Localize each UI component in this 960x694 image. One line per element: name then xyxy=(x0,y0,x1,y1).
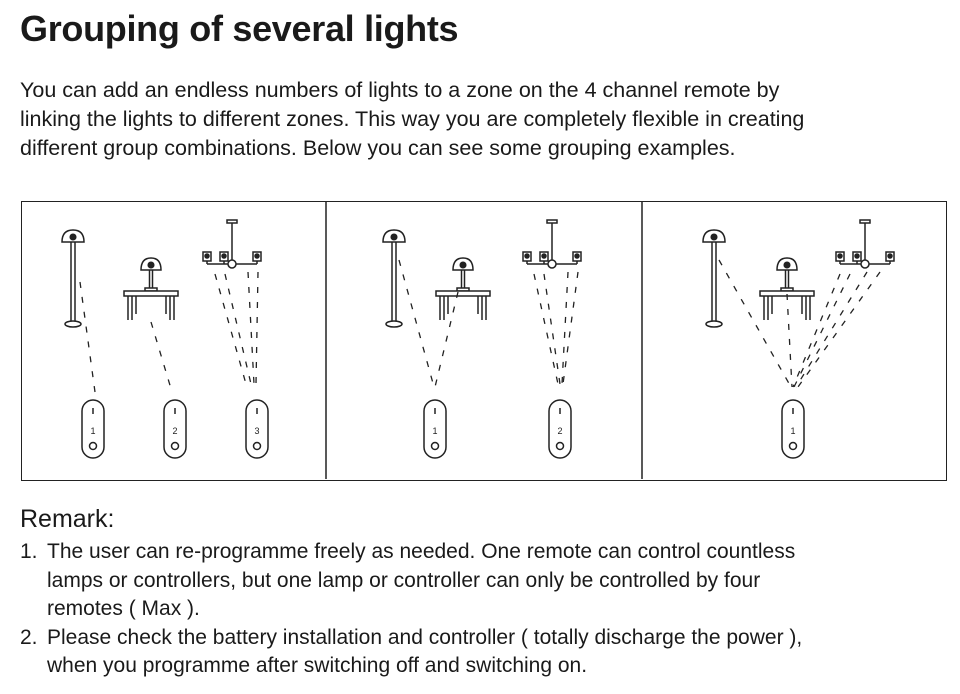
desk-lamp-icon xyxy=(123,257,179,321)
grouping-diagram: 1 2 3 xyxy=(21,201,947,481)
intro-line: linking the lights to different zones. T… xyxy=(20,107,805,131)
remote-1: 1 xyxy=(781,399,805,459)
zone-number: 3 xyxy=(254,426,259,436)
remark-line: when you programme after switching off a… xyxy=(47,654,588,677)
remark-number: 2. xyxy=(20,625,38,649)
panel-2: 1 2 xyxy=(382,219,582,459)
intro-line: different group combinations. Below you … xyxy=(20,136,736,160)
floor-lamp-icon xyxy=(382,229,406,328)
remark-line: remotes ( Max ). xyxy=(47,597,200,620)
remark-list: 1. The user can re-programme freely as n… xyxy=(20,538,950,681)
panel-1: 1 2 3 xyxy=(61,219,269,459)
remote-1: 1 xyxy=(423,399,447,459)
zone-number: 1 xyxy=(790,426,795,436)
remark-line: Please check the battery installation an… xyxy=(47,625,803,649)
intro-line: You can add an endless numbers of lights… xyxy=(20,78,780,102)
remote-2: 2 xyxy=(163,399,187,459)
remark-line: lamps or controllers, but one lamp or co… xyxy=(47,568,761,592)
remark-line: The user can re-programme freely as need… xyxy=(47,540,796,563)
desk-lamp-icon xyxy=(435,257,491,321)
grouping-diagram-svg: 1 2 3 xyxy=(61,202,895,479)
zone-number: 1 xyxy=(432,426,437,436)
intro-paragraph: You can add an endless numbers of lights… xyxy=(20,76,940,163)
zone-number: 2 xyxy=(172,426,177,436)
remark-number: 1. xyxy=(20,540,38,563)
link-lines xyxy=(79,271,259,393)
remark-heading: Remark: xyxy=(20,505,115,533)
remark-item: 2. Please check the battery installation… xyxy=(20,624,950,681)
remote-3: 3 xyxy=(245,399,269,459)
chandelier-icon xyxy=(202,219,262,269)
zone-number: 1 xyxy=(90,426,95,436)
remark-item: 1. The user can re-programme freely as n… xyxy=(20,538,950,624)
link-lines xyxy=(398,259,579,388)
chandelier-icon xyxy=(835,219,895,269)
floor-lamp-icon xyxy=(61,229,85,328)
link-lines xyxy=(718,259,881,388)
panel-3: 1 xyxy=(702,219,895,459)
page-title: Grouping of several lights xyxy=(20,8,459,49)
remote-2: 2 xyxy=(548,399,572,459)
chandelier-icon xyxy=(522,219,582,269)
zone-number: 2 xyxy=(557,426,562,436)
floor-lamp-icon xyxy=(702,229,726,328)
desk-lamp-icon xyxy=(759,257,815,321)
remote-1: 1 xyxy=(81,399,105,459)
